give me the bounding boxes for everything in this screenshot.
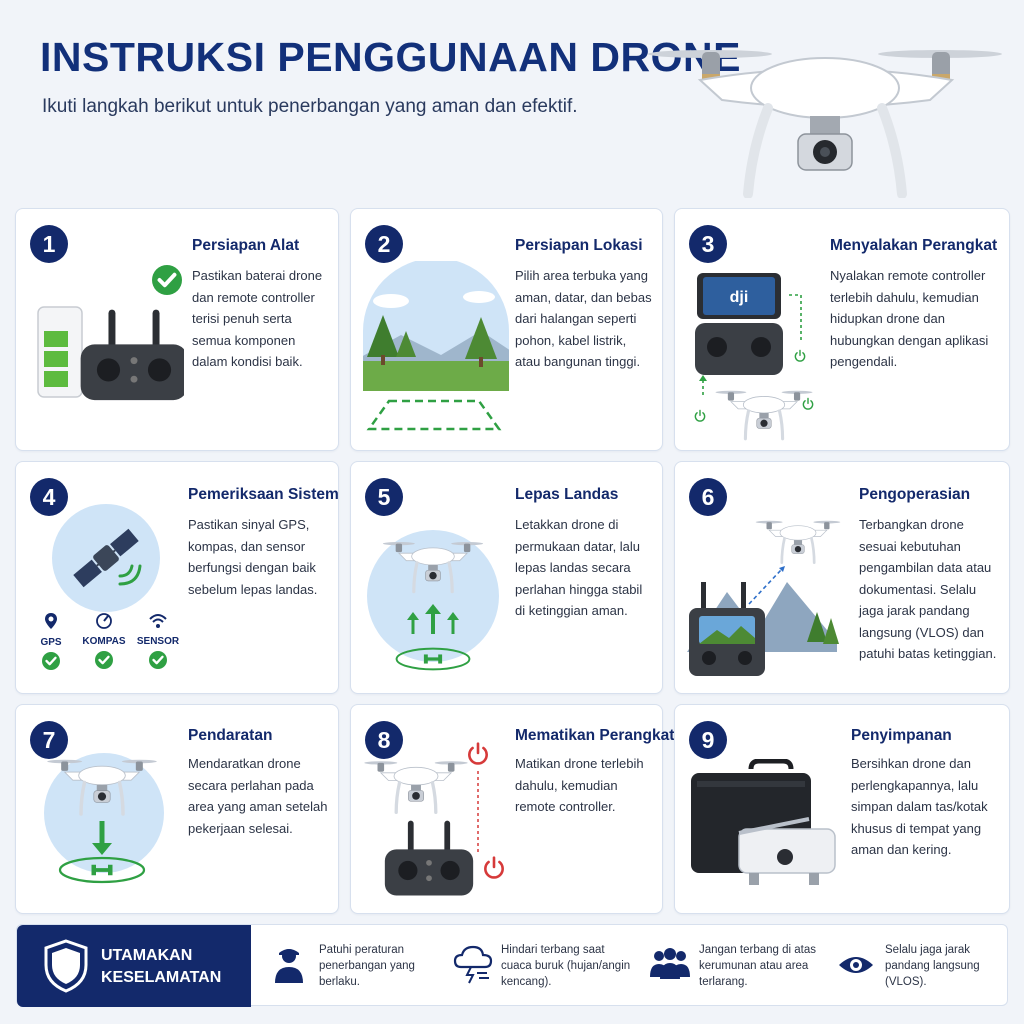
- safety-tip-4: Selalu jaga jarak pandang langsung (VLOS…: [833, 925, 1009, 1007]
- check-icon: [42, 652, 60, 670]
- eye-icon: [839, 957, 873, 973]
- safety-title: UTAMAKAN KESELAMATAN: [101, 947, 222, 986]
- check-label: GPS: [40, 637, 62, 648]
- page-title: INSTRUKSI PENGGUNAAN DRONE: [40, 34, 741, 80]
- landscape-icon: [363, 261, 509, 431]
- safety-tip-text: Jangan terbang di atas kerumunan atau ar…: [699, 944, 817, 988]
- safety-banner: UTAMAKAN KESELAMATAN Patuhi peraturan pe…: [16, 924, 1009, 1007]
- step-text: Pilih area terbuka yang aman, datar, dan…: [515, 268, 652, 369]
- safety-tip-text: Patuhi peraturan penerbangan yang berlak…: [319, 944, 415, 988]
- safety-tip-text: Hindari terbang saat cuaca buruk (hujan/…: [501, 944, 631, 988]
- step-title: Penyimpanan: [851, 727, 952, 744]
- step-number: 2: [365, 225, 403, 263]
- step-number: 7: [30, 721, 68, 759]
- compass-icon: [96, 613, 112, 629]
- controller-drone-icon: dji: [694, 273, 815, 441]
- page-subtitle: Ikuti langkah berikut untuk penerbangan …: [42, 96, 578, 117]
- landing-icon: [44, 753, 164, 884]
- step-card-8: 8 Mematikan Perangkat Matikan drone terl…: [350, 704, 674, 914]
- location-pin-icon: [45, 613, 57, 629]
- check-icon: [95, 651, 113, 669]
- header: INSTRUKSI PENGGUNAAN DRONE Ikuti langkah…: [0, 0, 1024, 200]
- step-card-5: 5 Lepas Landas Letakkan drone di permuka…: [350, 461, 663, 694]
- safety-tip-1: Patuhi peraturan penerbangan yang berlak…: [267, 925, 447, 1007]
- storm-cloud-icon: [453, 945, 493, 984]
- step-number: 3: [689, 225, 727, 263]
- step-text: Letakkan drone di permukaan datar, lalu …: [515, 517, 643, 618]
- step-card-7: 7 Pendaratan Mendaratkan drone secara pe…: [15, 704, 339, 914]
- step-text: Matikan drone terlebih dahulu, kemudian …: [515, 756, 644, 814]
- check-compass: KOMPAS: [78, 612, 130, 674]
- wifi-icon: [149, 614, 167, 628]
- check-gps: GPS: [36, 612, 66, 675]
- step-number: 9: [689, 721, 727, 759]
- crowd-icon: [650, 948, 690, 979]
- step-text: Bersihkan drone dan perlengkapannya, lal…: [851, 756, 988, 857]
- check-label: SENSOR: [136, 636, 180, 647]
- step-title: Menyalakan Perangkat: [830, 237, 998, 254]
- step-number: 5: [365, 478, 403, 516]
- check-label: KOMPAS: [82, 636, 126, 647]
- step-title: Pemeriksaan Sistem: [188, 486, 339, 503]
- step-number: 8: [365, 721, 403, 759]
- power-off-icon: [362, 742, 504, 896]
- step-card-2: 2 Persiapan Lokasi Pilih area terbuka ya…: [350, 208, 663, 451]
- shield-icon: [44, 939, 88, 993]
- safety-tip-2: Hindari terbang saat cuaca buruk (hujan/…: [451, 925, 641, 1007]
- step-card-6: 6 Pengoperasian Terbangkan drone sesuai …: [674, 461, 1010, 694]
- safety-tip-3: Jangan terbang di atas kerumunan atau ar…: [647, 925, 827, 1007]
- step-text: Terbangkan drone sesuai kebutuhan pengam…: [859, 517, 997, 661]
- check-icon: [149, 651, 167, 669]
- step-title: Pengoperasian: [859, 486, 971, 503]
- step-title: Persiapan Lokasi: [515, 237, 643, 254]
- takeoff-icon: [367, 530, 499, 671]
- step-text: Mendaratkan drone secara perlahan pada a…: [188, 756, 328, 836]
- step-number: 1: [30, 225, 68, 263]
- step-number: 6: [689, 478, 727, 516]
- satellite-icon: [52, 504, 160, 612]
- step-text: Pastikan baterai drone dan remote contro…: [192, 268, 323, 369]
- step-card-1: 1 Persiapan Alat Pastikan baterai drone …: [15, 208, 339, 451]
- battery-controller-icon: [37, 265, 184, 401]
- step-title: Mematikan Perangkat: [515, 727, 675, 744]
- screen-logo: dji: [730, 289, 749, 306]
- hero-drone-icon: [648, 50, 1002, 198]
- step-card-3: 3 Menyalakan Perangkat Nyalakan remote c…: [674, 208, 1010, 451]
- storage-bag-icon: [691, 759, 836, 885]
- step-title: Pendaratan: [188, 727, 273, 744]
- safety-tip-text: Selalu jaga jarak pandang langsung (VLOS…: [885, 944, 980, 988]
- step-card-9: 9 Penyimpanan Bersihkan drone dan perlen…: [674, 704, 1010, 914]
- step-title: Persiapan Alat: [192, 237, 300, 254]
- step-number: 4: [30, 478, 68, 516]
- safety-banner-heading: UTAMAKAN KESELAMATAN: [17, 925, 251, 1007]
- check-sensor: SENSOR: [134, 612, 182, 674]
- step-title: Lepas Landas: [515, 486, 619, 503]
- step-card-4: 4 Pemeriksaan Sistem Pastikan sinyal GPS…: [15, 461, 339, 694]
- operation-icon: [687, 519, 842, 676]
- pilot-icon: [275, 949, 303, 983]
- step-text: Nyalakan remote controller terlebih dahu…: [830, 268, 989, 369]
- step-text: Pastikan sinyal GPS, kompas, dan sensor …: [188, 517, 318, 597]
